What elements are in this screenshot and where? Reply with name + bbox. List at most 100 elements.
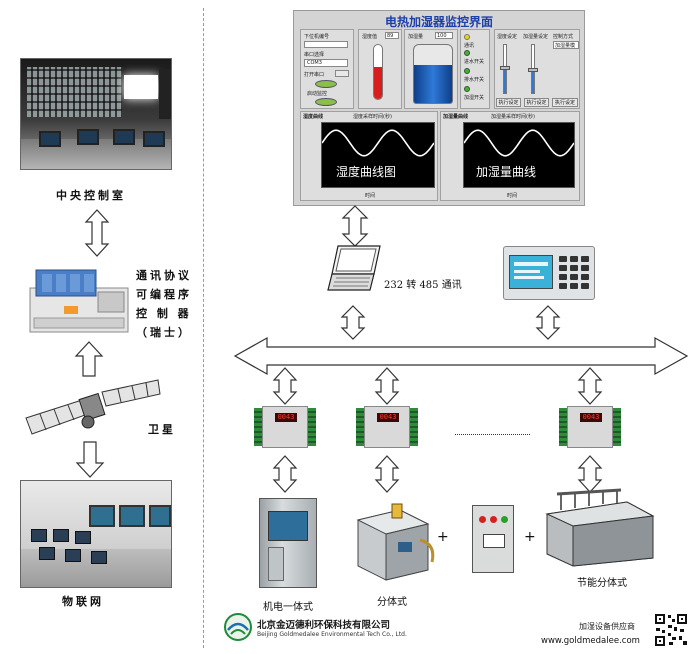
tank-box: 加湿量 100 [404,29,458,109]
humidity-slider-handle[interactable] [500,66,510,70]
iot-room-photo [20,480,172,588]
plc-label-line-4: （瑞士） [136,326,192,339]
hmi-serial-box: 下位机编号 串口选择 COM3 打开串口 启动监控 [300,29,354,109]
device-arrows [272,455,603,493]
hmi-monitor-panel: 电热加湿器监控界面 下位机编号 串口选择 COM3 打开串口 启动监控 湿度值 … [293,10,585,206]
controller-module-2: 0043 [356,404,418,450]
humidity-chart: 湿度曲线图 [321,122,435,188]
controller-display-3: 0043 [580,413,602,422]
exec-setting-button-3[interactable]: 执行设定 [552,98,578,107]
plc-device-image [29,269,129,333]
slave-id-input[interactable] [304,41,348,48]
drain-label: 排水开关 [464,77,485,83]
humidity-time-label: 时间 [365,193,376,199]
humidify-setting-label: 加湿量设定 [523,34,549,40]
plc-label-line-2: 可编程序 [136,288,192,301]
double-arrow-room-plc [84,209,110,257]
touch-panel-keypad [559,256,589,289]
energy-saving-humidifier-image [545,488,655,567]
humidify-time-label: 时间 [507,193,518,199]
humidity-value: 89 [385,32,399,39]
control-mode-select[interactable]: 加湿量模 [553,41,579,49]
tank-fill [414,65,452,103]
humidify-curve-header: 加湿量曲线 [443,114,469,120]
settings-box: 湿度设定 加湿量设定 控制方式 加湿量模 执行设定 执行设定 执行设定 [494,29,580,109]
start-monitor-button[interactable] [315,98,337,106]
laptop-icon [327,245,381,291]
control-room-photo [20,58,172,170]
exec-setting-button-2[interactable]: 执行设定 [524,98,549,107]
company-logo [224,613,252,641]
left-arrows [74,209,110,478]
arrow-bus-ctrl-2 [374,367,400,405]
humidify-amount-value: 100 [435,32,453,39]
more-controllers-dots [455,434,530,435]
hmi-title: 电热加湿器监控界面 [384,15,493,29]
humidify-led [464,86,470,92]
humidity-curve-panel: 湿度曲线 湿度采样时间(秒) 湿度曲线图 时间 [300,111,438,201]
port-select[interactable]: COM3 [304,59,348,67]
humidity-label: 湿度值 [362,34,378,40]
humidity-curve-subtitle: 湿度采样时间(秒) [353,114,392,120]
satellite-label: 卫星 [148,423,176,436]
arrow-bus-ctrl-3 [577,367,603,405]
control-cabinet-image [472,505,514,573]
up-arrow-satellite-plc [74,341,104,377]
humidify-curve-panel: 加湿量曲线 加湿量采样时间(秒) 加湿量曲线 时间 [440,111,580,201]
qr-code-icon [654,613,688,647]
network-arrows [233,205,689,405]
main-bus-arrow [233,336,689,376]
start-monitor-label: 启动监控 [307,91,328,97]
humidify-curve-subtitle: 加湿量采样时间(秒) [491,114,535,120]
plc-label-line-1: 通讯协议 [136,269,192,282]
humidity-curve-header: 湿度曲线 [303,114,324,120]
open-port-indicator [315,80,337,88]
website-link[interactable]: www.goldmedalee.com [541,636,640,646]
control-mode-label: 控制方式 [553,34,574,40]
arrow-panel-bus [535,305,561,340]
controller-module-3: 0043 [559,404,621,450]
arrow-hmi-laptop [341,205,369,247]
plus-sign-1: + [437,529,449,545]
controller-module-1: 0043 [254,404,316,450]
humidity-chart-text: 湿度曲线图 [336,165,397,179]
section-divider [203,8,204,648]
comm-label: 通讯 [464,43,475,49]
humidity-fill [374,67,382,99]
humidity-thermometer [373,44,383,100]
satellite-image [25,379,161,435]
humidity-setting-label: 湿度设定 [497,34,518,40]
slave-id-label: 下位机编号 [304,34,330,40]
water-tank [413,44,453,104]
drain-led [464,68,470,74]
arrow-laptop-bus [340,305,366,340]
humidity-sine-wave [322,129,434,157]
plus-sign-2: + [524,529,536,545]
integrated-humidifier-image [259,498,317,588]
exec-setting-button-1[interactable]: 执行设定 [496,98,521,107]
status-box: 通讯 进水开关 排水开关 加湿开关 [460,29,490,109]
humidify-sine-wave [464,129,574,157]
controller-display-1: 0043 [275,413,297,422]
touch-control-panel [503,246,595,300]
open-port-label: 打开串口 [304,72,325,78]
arrow-bus-ctrl-1 [272,367,298,405]
open-port-button[interactable] [335,70,349,77]
inlet-label: 进水开关 [464,59,485,65]
touch-panel-screen [509,255,553,289]
plc-label-line-3: 控 制 器 [136,307,192,320]
energy-saving-caption: 节能分体式 [577,578,627,589]
control-room-label: 中央控制室 [56,189,126,202]
supplier-label: 加湿设备供应商 [579,622,635,631]
comm-led [464,34,470,40]
down-arrow-satellite-iot [75,441,105,478]
humidity-gauge-box: 湿度值 89 [358,29,402,109]
port-select-label: 串口选择 [304,52,325,58]
split-caption: 分体式 [377,597,407,608]
iot-label: 物联网 [62,595,104,608]
humidify-chart: 加湿量曲线 [463,122,575,188]
controller-display-2: 0043 [377,413,399,422]
split-humidifier-image [356,503,435,581]
humidify-chart-text: 加湿量曲线 [476,165,537,179]
humidify-slider-handle[interactable] [528,68,538,72]
